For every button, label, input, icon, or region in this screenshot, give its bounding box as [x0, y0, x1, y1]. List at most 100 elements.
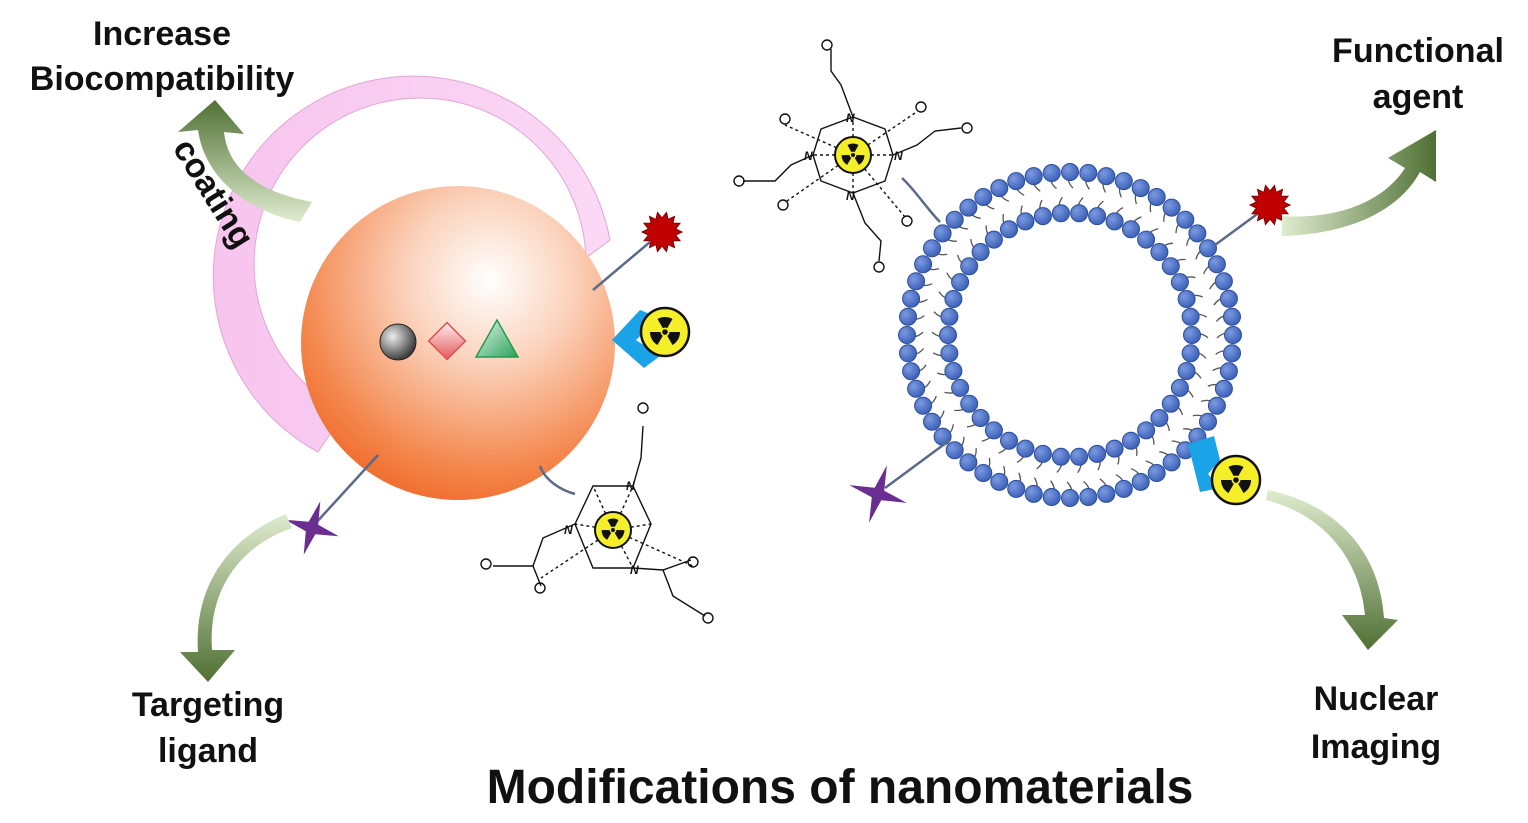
- dota-chelator: [480, 402, 714, 624]
- lipid-head: [923, 412, 941, 431]
- lipid-head: [1042, 164, 1061, 182]
- radioactive-icon: [1210, 454, 1262, 506]
- lipid-head: [1224, 326, 1242, 344]
- lipid-head: [1042, 488, 1061, 506]
- lipid-head: [1199, 412, 1217, 431]
- lipid-head: [1105, 212, 1124, 231]
- lipid-head: [1223, 307, 1241, 326]
- lipid-head: [1070, 447, 1089, 466]
- lipid-head: [1161, 257, 1180, 276]
- lipid-head: [1188, 224, 1207, 243]
- four-point-star-icon: [285, 501, 339, 555]
- liposome: [898, 163, 1242, 507]
- lipid-head: [1131, 179, 1150, 198]
- chem-n-1: N: [846, 111, 855, 125]
- label-functional: Functional: [1332, 32, 1504, 70]
- lipid-head: [951, 378, 970, 397]
- lipid-head: [1131, 472, 1150, 491]
- lipid-head: [984, 421, 1003, 440]
- payload-diamond: [427, 321, 467, 361]
- label-agent: agent: [1373, 78, 1464, 116]
- lipid-head: [1162, 453, 1181, 472]
- radioactive-icon: [594, 511, 632, 549]
- lipid-head: [990, 179, 1009, 198]
- lipid-head: [1016, 439, 1035, 458]
- lipid-head: [1199, 239, 1217, 258]
- lipid-head: [974, 464, 993, 482]
- lipid-head: [1016, 212, 1035, 231]
- lipid-head: [971, 243, 990, 261]
- label-increase: Increase: [93, 15, 231, 53]
- lipid-head: [1223, 344, 1241, 363]
- chem-n-3: N: [846, 189, 855, 203]
- lipid-head: [898, 326, 916, 344]
- lipid-head: [902, 289, 921, 308]
- chevron-linker-icon: [1188, 436, 1220, 492]
- lipid-head: [959, 453, 978, 472]
- label-imaging: Imaging: [1311, 728, 1441, 766]
- chem-n-1: N: [626, 479, 635, 493]
- lipid-head: [1207, 255, 1226, 274]
- lipid-head: [1147, 464, 1166, 482]
- lipid-head: [1105, 439, 1124, 458]
- lipid-head: [899, 344, 917, 363]
- lipid-head: [1079, 164, 1098, 182]
- lipid-head: [1024, 484, 1043, 503]
- lipid-head: [1070, 204, 1089, 223]
- radioactive-icon: [834, 136, 872, 174]
- lipid-head: [1051, 447, 1070, 466]
- lipid-head: [1150, 409, 1169, 427]
- lipid-head: [1051, 204, 1070, 223]
- lipid-head: [1137, 230, 1156, 249]
- curved-arrow-icon: [1266, 490, 1398, 650]
- lipid-head: [1150, 243, 1169, 261]
- lipid-head: [1114, 479, 1133, 498]
- label-nuclear: Nuclear: [1314, 680, 1439, 718]
- caption-title: Modifications of nanomaterials: [487, 761, 1194, 814]
- lipid-head: [1000, 220, 1018, 239]
- lipid-head: [990, 472, 1009, 491]
- lipid-head: [960, 257, 979, 276]
- lipid-head: [1177, 362, 1196, 380]
- lipid-head: [1079, 488, 1098, 506]
- lipid-head: [1183, 326, 1201, 344]
- lipid-head: [1176, 210, 1195, 229]
- lipid-head: [1181, 344, 1200, 363]
- lipid-head: [1088, 444, 1107, 463]
- label-ligand: ligand: [158, 732, 258, 770]
- lipid-head: [1170, 378, 1189, 397]
- lipid-head: [1181, 307, 1200, 326]
- lipid-head: [944, 290, 963, 308]
- chem-n-2: N: [894, 149, 903, 163]
- lipid-head: [1007, 172, 1026, 191]
- lipid-head: [960, 394, 979, 413]
- lipid-head: [1007, 479, 1026, 498]
- lipid-head: [1033, 444, 1052, 463]
- chem-n-2: N: [564, 523, 573, 537]
- four-point-star-icon: [849, 465, 907, 523]
- chem-n-4: N: [804, 149, 813, 163]
- radioactive-icon: [639, 306, 691, 358]
- lipid-head: [1177, 290, 1196, 308]
- star-burst-icon: [1248, 184, 1292, 226]
- lipid-head: [1219, 362, 1238, 381]
- lipid-head: [923, 239, 941, 258]
- lipid-head: [914, 396, 933, 415]
- curved-arrow-icon: [178, 100, 312, 222]
- lipid-head: [971, 409, 990, 427]
- lipid-head: [1214, 272, 1233, 291]
- lipid-head: [1170, 273, 1189, 292]
- lipid-head: [984, 230, 1003, 249]
- label-biocompatibility: Biocompatibility: [30, 60, 295, 98]
- lipid-head: [1147, 188, 1166, 206]
- lipid-head: [959, 198, 978, 217]
- lipid-head: [1122, 220, 1140, 239]
- lipid-head: [1214, 379, 1233, 398]
- lipid-head: [1088, 207, 1107, 226]
- curved-arrow-icon: [1282, 130, 1436, 236]
- lipid-head: [902, 362, 921, 381]
- lipid-head: [1122, 431, 1140, 450]
- lipid-head: [940, 344, 959, 363]
- lipid-head: [899, 307, 917, 326]
